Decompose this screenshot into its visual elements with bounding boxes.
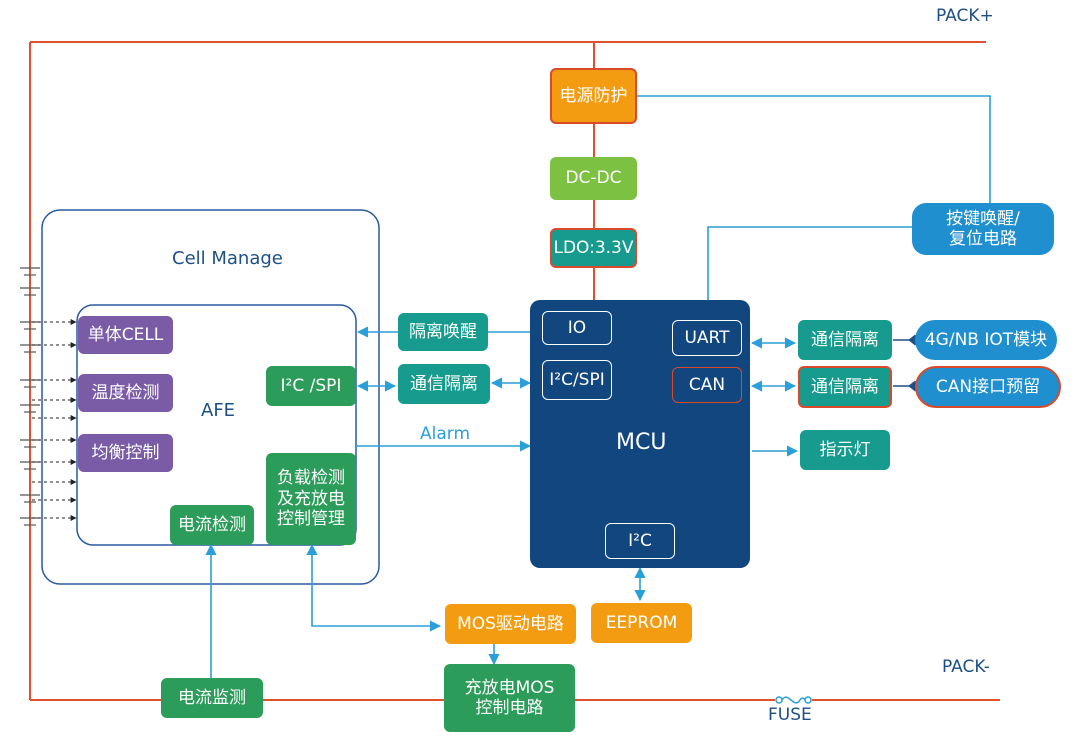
mcu-uart-port: UART bbox=[672, 320, 742, 356]
key-wake-reset-block: 按键唤醒/ 复位电路 bbox=[912, 203, 1054, 255]
load-detect-block: 负载检测 及充放电 控制管理 bbox=[266, 453, 356, 545]
cell-manage-title: Cell Manage bbox=[172, 248, 283, 269]
afe-label: AFE bbox=[201, 400, 236, 421]
mcu-title: MCU bbox=[616, 430, 667, 455]
can-comm-isolation-block: 通信隔离 bbox=[798, 366, 892, 408]
afe-i2c-spi-block: I²C /SPI bbox=[266, 366, 356, 406]
cell-sense-lines bbox=[32, 319, 77, 521]
alarm-label: Alarm bbox=[420, 424, 471, 444]
pack-minus-label: PACK- bbox=[942, 657, 990, 677]
comm-isolation-afe-block: 通信隔离 bbox=[398, 364, 490, 404]
can-port-reserved-block: CAN接口预留 bbox=[915, 366, 1061, 408]
mos-control-block: 充放电MOS 控制电路 bbox=[444, 664, 575, 732]
ldo-block: LDO:3.3V bbox=[550, 228, 637, 268]
pack-plus-label: PACK+ bbox=[936, 6, 994, 26]
eeprom-block: EEPROM bbox=[591, 603, 692, 643]
power-rails bbox=[29, 41, 1000, 701]
power-protect-block: 电源防护 bbox=[550, 68, 637, 124]
battery-cells bbox=[20, 267, 40, 526]
uart-comm-isolation-block: 通信隔离 bbox=[798, 320, 892, 360]
signal-lines bbox=[205, 95, 991, 678]
fuse-label: FUSE bbox=[768, 705, 812, 725]
mcu-i2c-spi-port: I²C/SPI bbox=[542, 360, 612, 400]
balance-control-block: 均衡控制 bbox=[78, 434, 173, 472]
mcu-can-port: CAN bbox=[672, 367, 742, 403]
mcu-i2c-port: I²C bbox=[605, 523, 675, 559]
temperature-detect-block: 温度检测 bbox=[78, 374, 173, 412]
indicator-light-block: 指示灯 bbox=[800, 430, 890, 470]
current-monitor-block: 电流监测 bbox=[161, 678, 263, 718]
fuse-symbol bbox=[775, 696, 812, 704]
current-detect-block: 电流检测 bbox=[170, 505, 254, 545]
mos-drive-block: MOS驱动电路 bbox=[445, 604, 576, 644]
dcdc-block: DC-DC bbox=[550, 157, 637, 200]
isolated-wake-block: 隔离唤醒 bbox=[398, 313, 488, 351]
iot-module-block: 4G/NB IOT模块 bbox=[915, 320, 1057, 360]
single-cell-block: 单体CELL bbox=[78, 316, 173, 354]
mcu-io-port: IO bbox=[542, 311, 612, 345]
